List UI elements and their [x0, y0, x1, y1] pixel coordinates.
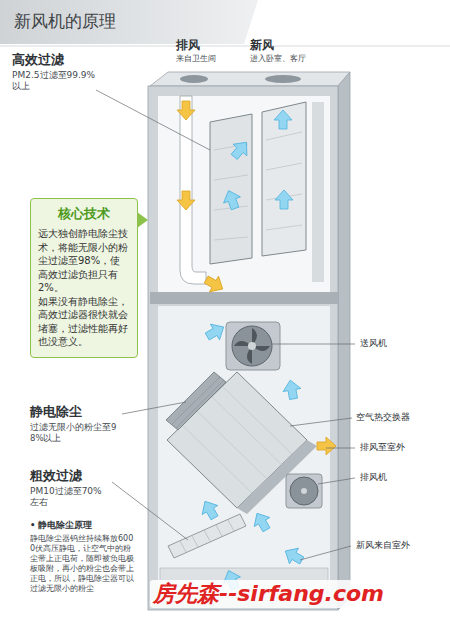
callout-text: 过滤无限小的粉尘至98%以上: [30, 422, 126, 443]
callout-heading: 粗效过滤: [30, 468, 130, 484]
note-text: 静电除尘器钨丝持续释放6000伏高压静电，让空气中的粉尘带上正电荷，随即被负电极…: [30, 534, 134, 594]
callout-text: PM10过滤至70%左右: [30, 486, 110, 509]
callout-text: PM2.5过滤至99.9%以上: [12, 70, 96, 93]
title-text: 新风机的原理: [14, 11, 116, 32]
part-label: 空气热交换器: [356, 412, 410, 423]
callout-box: 核心技术远大独创静电除尘技术，将能无限小的粉尘过滤至98%，使高效过滤负担只有2…: [30, 198, 138, 358]
duct-label: 新风: [250, 38, 274, 53]
duct-note: 进入卧室、客厅: [250, 54, 306, 64]
box-text: 远大独创静电除尘技术，将能无限小的粉尘过滤至98%，使高效过滤负担只有2%。: [38, 227, 130, 295]
box-heading: 核心技术: [38, 205, 130, 223]
part-label: 送风机: [360, 338, 387, 349]
duct-note: 来自卫生间: [176, 54, 216, 64]
callout-heading: 静电除尘: [30, 404, 130, 420]
note-heading: • 静电除尘原理: [30, 520, 142, 531]
part-label: 新风来自室外: [356, 540, 410, 551]
watermark: 房先森--sirfang.com: [150, 580, 387, 608]
part-label: 排风至室外: [360, 442, 405, 453]
part-label: 排风机: [360, 472, 387, 483]
duct-label: 排风: [176, 38, 200, 53]
box-text: 如果没有静电除尘，高效过滤器很快就会堵塞，过滤性能再好也没意义。: [38, 295, 130, 349]
callout-heading: 高效过滤: [12, 52, 112, 68]
